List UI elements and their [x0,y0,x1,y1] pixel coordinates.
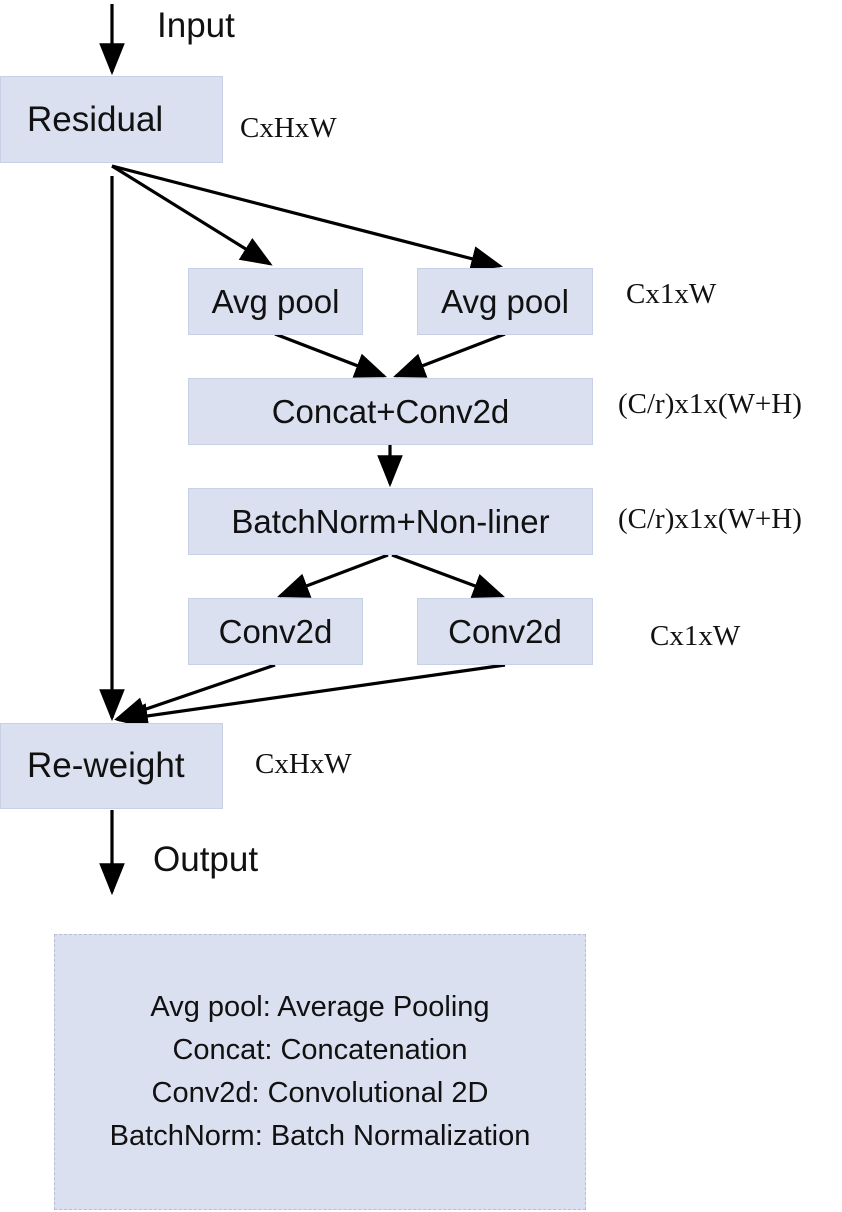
reweight-dimension: CxHxW [255,748,352,780]
conv2d-dimension: Cx1xW [650,620,741,652]
arrow-avgpool-left-to-concat [274,332,387,378]
conv2d-left-label: Conv2d [218,612,333,650]
input-label: Input [157,6,235,45]
concat-conv2d-dimension: (C/r)x1x(W+H) [618,388,802,420]
avg-pool-right-label: Avg pool [441,282,569,320]
legend-line-concat: Concat: Concatenation [172,1034,468,1066]
batchnorm-dimension: (C/r)x1x(W+H) [618,503,802,535]
legend-box: Avg pool: Average Pooling Concat: Concat… [54,934,586,1210]
avg-pool-left-box: Avg pool [188,268,363,335]
arrow-batchnorm-to-conv-right [391,553,505,598]
legend-line-conv2d: Conv2d: Convolutional 2D [151,1077,489,1109]
conv2d-right-label: Conv2d [448,612,562,650]
legend-line-avg-pool: Avg pool: Average Pooling [150,991,490,1023]
conv2d-right-box: Conv2d [417,598,593,665]
conv2d-left-box: Conv2d [188,598,363,665]
avg-pool-dimension: Cx1xW [626,278,717,310]
concat-conv2d-box: Concat+Conv2d [188,378,593,445]
legend-line-batchnorm: BatchNorm: Batch Normalization [109,1120,531,1152]
avg-pool-right-box: Avg pool [417,268,593,335]
residual-dimension: CxHxW [240,112,337,144]
residual-box: Residual [0,76,223,163]
arrow-residual-to-avgpool-left [111,164,273,266]
arrow-avgpool-right-to-concat [393,332,506,378]
residual-label: Residual [27,99,164,139]
avg-pool-left-label: Avg pool [211,282,340,320]
concat-conv2d-label: Concat+Conv2d [271,392,510,430]
reweight-label: Re-weight [27,746,185,785]
arrow-residual-to-avgpool-right [111,164,504,272]
arrow-batchnorm-to-conv-left [277,553,389,598]
output-label: Output [153,840,259,879]
batchnorm-label: BatchNorm+Non-liner [231,502,550,540]
batchnorm-box: BatchNorm+Non-liner [188,488,593,555]
reweight-box: Re-weight [0,723,223,809]
arrow-conv-left-to-reweight [113,663,276,722]
arrow-conv-right-to-reweight [115,663,506,729]
